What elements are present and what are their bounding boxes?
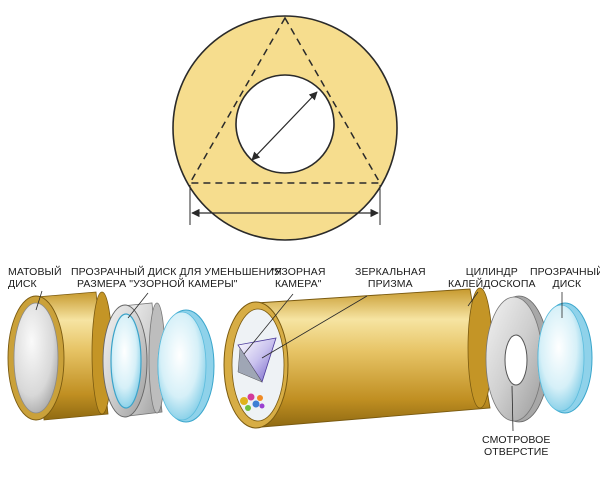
label-matte-disk-line2: ДИСК bbox=[8, 278, 37, 290]
label-mirror-prism-line1: ЗЕРКАЛЬНАЯ bbox=[355, 266, 426, 278]
label-eyehole-line2: ОТВЕРСТИЕ bbox=[483, 446, 549, 458]
label-clear-disk-line1: ПРОЗРАЧНЫЙ bbox=[530, 266, 600, 278]
label-pattern-chamber-line2: КАМЕРА" bbox=[274, 278, 322, 290]
label-cylinder: ЦИЛИНДР КАЛЕЙДОСКОПА bbox=[448, 266, 536, 290]
label-reducing-disk-line1: ПРОЗРАЧНЫЙ ДИСК ДЛЯ УМЕНЬШЕНИЯ bbox=[71, 266, 282, 278]
label-mirror-prism: ЗЕРКАЛЬНАЯ ПРИЗМА bbox=[355, 266, 426, 290]
label-matte-disk-line1: МАТОВЫЙ bbox=[8, 266, 62, 278]
label-eyehole-line1: СМОТРОВОЕ bbox=[482, 434, 551, 446]
label-pattern-chamber: "УЗОРНАЯ КАМЕРА" bbox=[271, 266, 326, 290]
leader-lines bbox=[35, 290, 563, 432]
pattern-beads bbox=[240, 393, 265, 411]
label-pattern-chamber-line1: "УЗОРНАЯ bbox=[271, 266, 326, 278]
label-clear-disk-line2: ДИСК bbox=[552, 278, 582, 290]
label-cylinder-line1: ЦИЛИНДР bbox=[465, 266, 518, 278]
label-cylinder-line2: КАЛЕЙДОСКОПА bbox=[448, 278, 536, 290]
eyehole-circle bbox=[235, 74, 335, 174]
label-reducing-disk: ПРОЗРАЧНЫЙ ДИСК ДЛЯ УМЕНЬШЕНИЯ РАЗМЕРА "… bbox=[71, 266, 282, 290]
label-mirror-prism-line2: ПРИЗМА bbox=[367, 278, 413, 290]
label-reducing-disk-line2: РАЗМЕРА "УЗОРНОЙ КАМЕРЫ" bbox=[77, 278, 238, 290]
label-eyehole: СМОТРОВОЕ ОТВЕРСТИЕ bbox=[482, 434, 550, 458]
label-matte-disk: МАТОВЫЙ ДИСК bbox=[8, 266, 62, 290]
diameter-arrow bbox=[251, 91, 318, 161]
matte-disk-part bbox=[7, 291, 113, 421]
cylinder-part bbox=[223, 287, 493, 429]
reducing-disk-part bbox=[102, 302, 166, 418]
label-clear-disk: ПРОЗРАЧНЫЙ ДИСК bbox=[530, 266, 600, 290]
glass-disk-right bbox=[537, 302, 593, 414]
glass-disk-left bbox=[157, 309, 215, 423]
top-ring-view bbox=[172, 15, 398, 241]
